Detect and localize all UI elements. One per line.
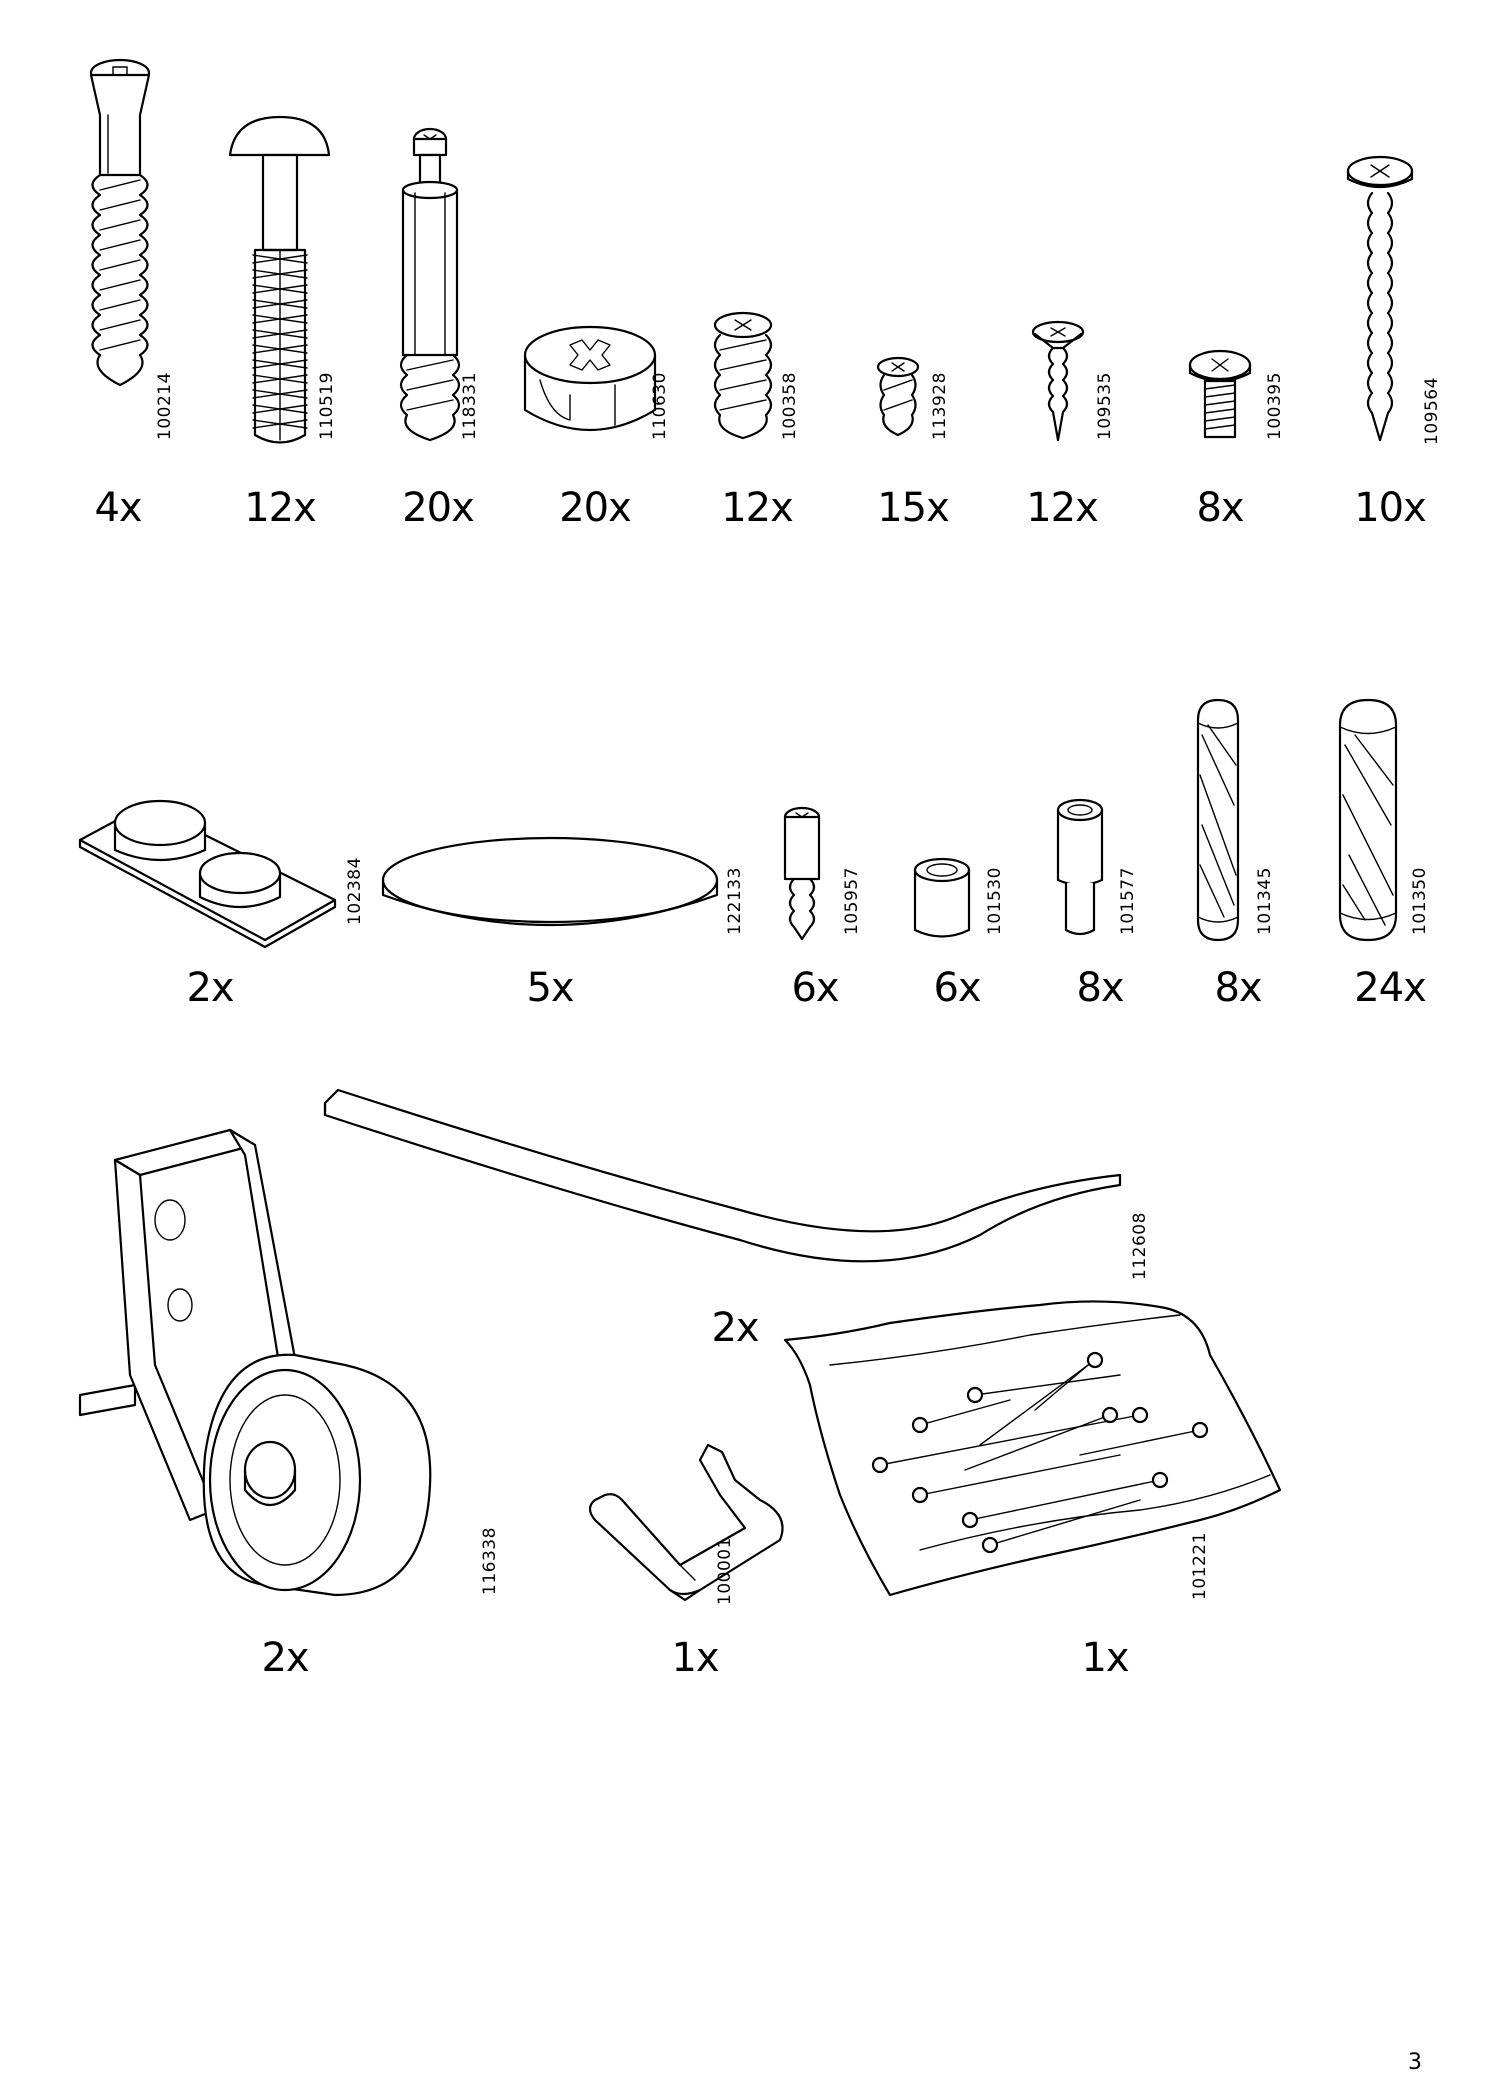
short-screw-illustration — [713, 311, 773, 440]
part-code: 109564 — [1422, 377, 1442, 445]
part-101350: 101350 — [1335, 695, 1455, 945]
spacer-illustration — [913, 857, 971, 938]
part-code: 102384 — [345, 857, 365, 925]
chipboard-screw-illustration — [1031, 320, 1085, 442]
part-quantity: 10x — [1354, 485, 1427, 531]
caster-wheel-illustration — [78, 1128, 432, 1597]
nail-bag-illustration — [783, 1300, 1282, 1597]
part-code: 122133 — [725, 867, 745, 935]
part-quantity: 20x — [402, 485, 475, 531]
part-quantity: 12x — [1026, 485, 1099, 531]
part-code: 100395 — [1265, 372, 1285, 440]
shelf-pin-illustration — [1056, 798, 1104, 936]
part-code: 101530 — [985, 867, 1005, 935]
shelf-support-illustration — [783, 806, 821, 941]
part-quantity: 5x — [526, 965, 574, 1011]
round-pad-illustration — [381, 836, 719, 927]
part-101221: 101221 — [780, 1295, 1430, 1605]
part-code: 109535 — [1095, 372, 1115, 440]
part-quantity: 12x — [244, 485, 317, 531]
part-100395: 100395 — [1180, 345, 1285, 455]
part-code: 101345 — [1255, 867, 1275, 935]
part-code: 113928 — [930, 372, 950, 440]
wood-screw-illustration — [89, 58, 151, 387]
part-quantity: 12x — [721, 485, 794, 531]
part-105957: 105957 — [770, 805, 870, 945]
part-code: 110519 — [317, 372, 337, 440]
part-quantity: 1x — [671, 1635, 719, 1681]
part-quantity: 1x — [1081, 1635, 1129, 1681]
round-head-bolt-illustration — [228, 115, 331, 444]
part-quantity: 15x — [877, 485, 950, 531]
part-118331: 118331 — [385, 125, 495, 455]
metal-strip-illustration — [323, 1088, 1122, 1263]
part-quantity: 8x — [1076, 965, 1124, 1011]
allen-key-illustration — [588, 1443, 784, 1602]
cam-lock-illustration — [523, 325, 657, 431]
wooden-dowel-illustration — [1196, 698, 1240, 942]
part-122133: 122133 — [375, 830, 745, 945]
part-112608: 112608 — [320, 1085, 1160, 1290]
part-101530: 101530 — [905, 855, 1025, 945]
part-code: 112608 — [1130, 1212, 1150, 1280]
part-quantity: 8x — [1196, 485, 1244, 531]
part-100001: 100001 — [580, 1440, 820, 1605]
part-quantity: 2x — [711, 1305, 759, 1351]
page-number: 3 — [1408, 2050, 1422, 2075]
part-100358: 100358 — [705, 310, 805, 455]
part-quantity: 6x — [791, 965, 839, 1011]
part-quantity: 2x — [261, 1635, 309, 1681]
part-code: 100358 — [780, 372, 800, 440]
part-quantity: 20x — [559, 485, 632, 531]
part-quantity: 24x — [1354, 965, 1427, 1011]
cam-dowel-illustration — [399, 127, 461, 442]
part-quantity: 2x — [186, 965, 234, 1011]
part-code: 101577 — [1118, 867, 1138, 935]
part-code: 105957 — [842, 867, 862, 935]
part-110630: 110630 — [520, 320, 670, 455]
part-101577: 101577 — [1050, 795, 1160, 945]
wooden-dowel-large-illustration — [1338, 698, 1398, 942]
part-code: 116338 — [480, 1527, 500, 1595]
adhesive-pads-illustration — [78, 799, 337, 949]
part-code: 100214 — [155, 372, 175, 440]
part-code: 118331 — [460, 372, 480, 440]
part-110519: 110519 — [225, 115, 345, 455]
machine-screw-illustration — [1188, 349, 1252, 439]
part-101345: 101345 — [1190, 695, 1300, 945]
part-113928: 113928 — [868, 355, 950, 455]
part-quantity: 8x — [1214, 965, 1262, 1011]
part-code: 100001 — [715, 1537, 735, 1605]
part-quantity: 6x — [933, 965, 981, 1011]
part-quantity: 4x — [94, 485, 142, 531]
part-code: 101350 — [1410, 867, 1430, 935]
part-109535: 109535 — [1025, 320, 1125, 455]
part-code: 110630 — [650, 372, 670, 440]
small-screw-illustration — [876, 356, 920, 437]
part-102384: 102384 — [75, 795, 365, 949]
part-109564: 109564 — [1340, 155, 1450, 455]
part-code: 101221 — [1190, 1532, 1210, 1600]
long-screw-illustration — [1346, 155, 1414, 442]
part-116338: 116338 — [75, 1125, 535, 1605]
part-100214: 100214 — [60, 55, 180, 455]
